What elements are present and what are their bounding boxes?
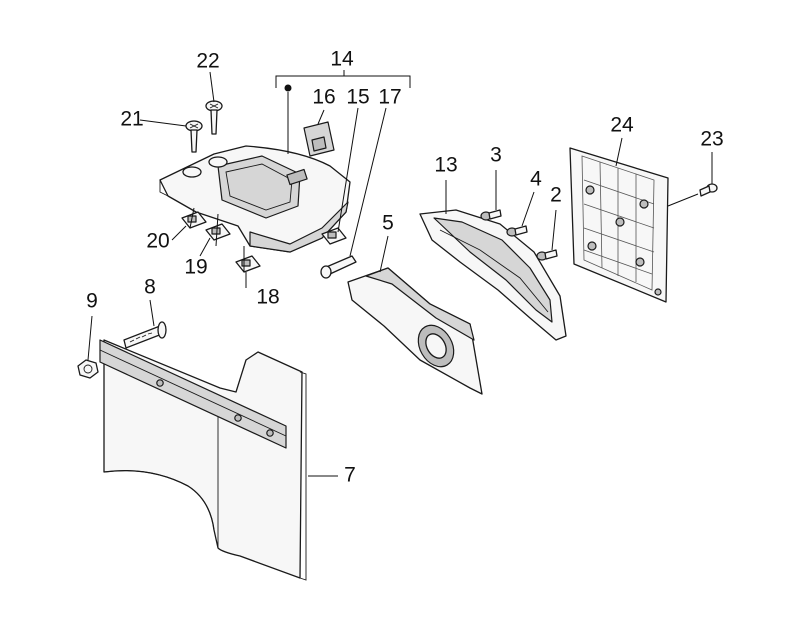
callout-4: 4: [530, 168, 542, 191]
callout-24: 24: [610, 114, 634, 137]
callout-13: 13: [434, 154, 457, 177]
callout-3: 3: [490, 144, 502, 167]
screw-part-3: [480, 209, 502, 221]
screw-part-23: [699, 183, 718, 197]
tray-housing-part: [159, 145, 351, 253]
callout-16: 16: [312, 86, 335, 109]
callout-7: 7: [344, 464, 356, 487]
callout-21: 21: [120, 108, 143, 131]
screw-part-2: [536, 249, 558, 261]
bolt-part-8: [123, 321, 167, 349]
nut-part-9: [77, 359, 99, 379]
screw-part-4: [506, 225, 528, 237]
bullet-marker: [284, 84, 292, 92]
callout-8: 8: [144, 276, 156, 299]
mud-flap-part: [103, 339, 307, 581]
callout-19: 19: [184, 256, 207, 279]
callout-14: 14: [330, 48, 354, 71]
panel-part-13: [419, 209, 567, 341]
plate-bracket-part-24: [569, 147, 669, 303]
callout-22: 22: [196, 50, 219, 73]
callout-17: 17: [378, 86, 401, 109]
callout-2: 2: [550, 184, 562, 207]
callout-labels: 2 3 4 5 7 8 9 13 14 15 16 17 18 19 20 21…: [86, 48, 724, 487]
callout-9: 9: [86, 290, 98, 313]
leader-lines: [87, 70, 713, 477]
screw-part-21: [185, 120, 203, 153]
rivet-part-17: [320, 255, 357, 279]
callout-18: 18: [256, 286, 279, 309]
connector-part-16: [303, 121, 335, 157]
callout-20: 20: [146, 230, 169, 253]
callout-15: 15: [346, 86, 369, 109]
screw-part-22: [205, 100, 223, 135]
clip-nut-part-19: [205, 223, 231, 241]
flap-bracket-bar: [99, 339, 287, 449]
clip-nut-part-18: [235, 255, 261, 273]
plate-part-5: [347, 267, 483, 395]
clip-part-15: [321, 227, 347, 245]
callout-5: 5: [382, 212, 394, 235]
callout-23: 23: [700, 128, 723, 151]
